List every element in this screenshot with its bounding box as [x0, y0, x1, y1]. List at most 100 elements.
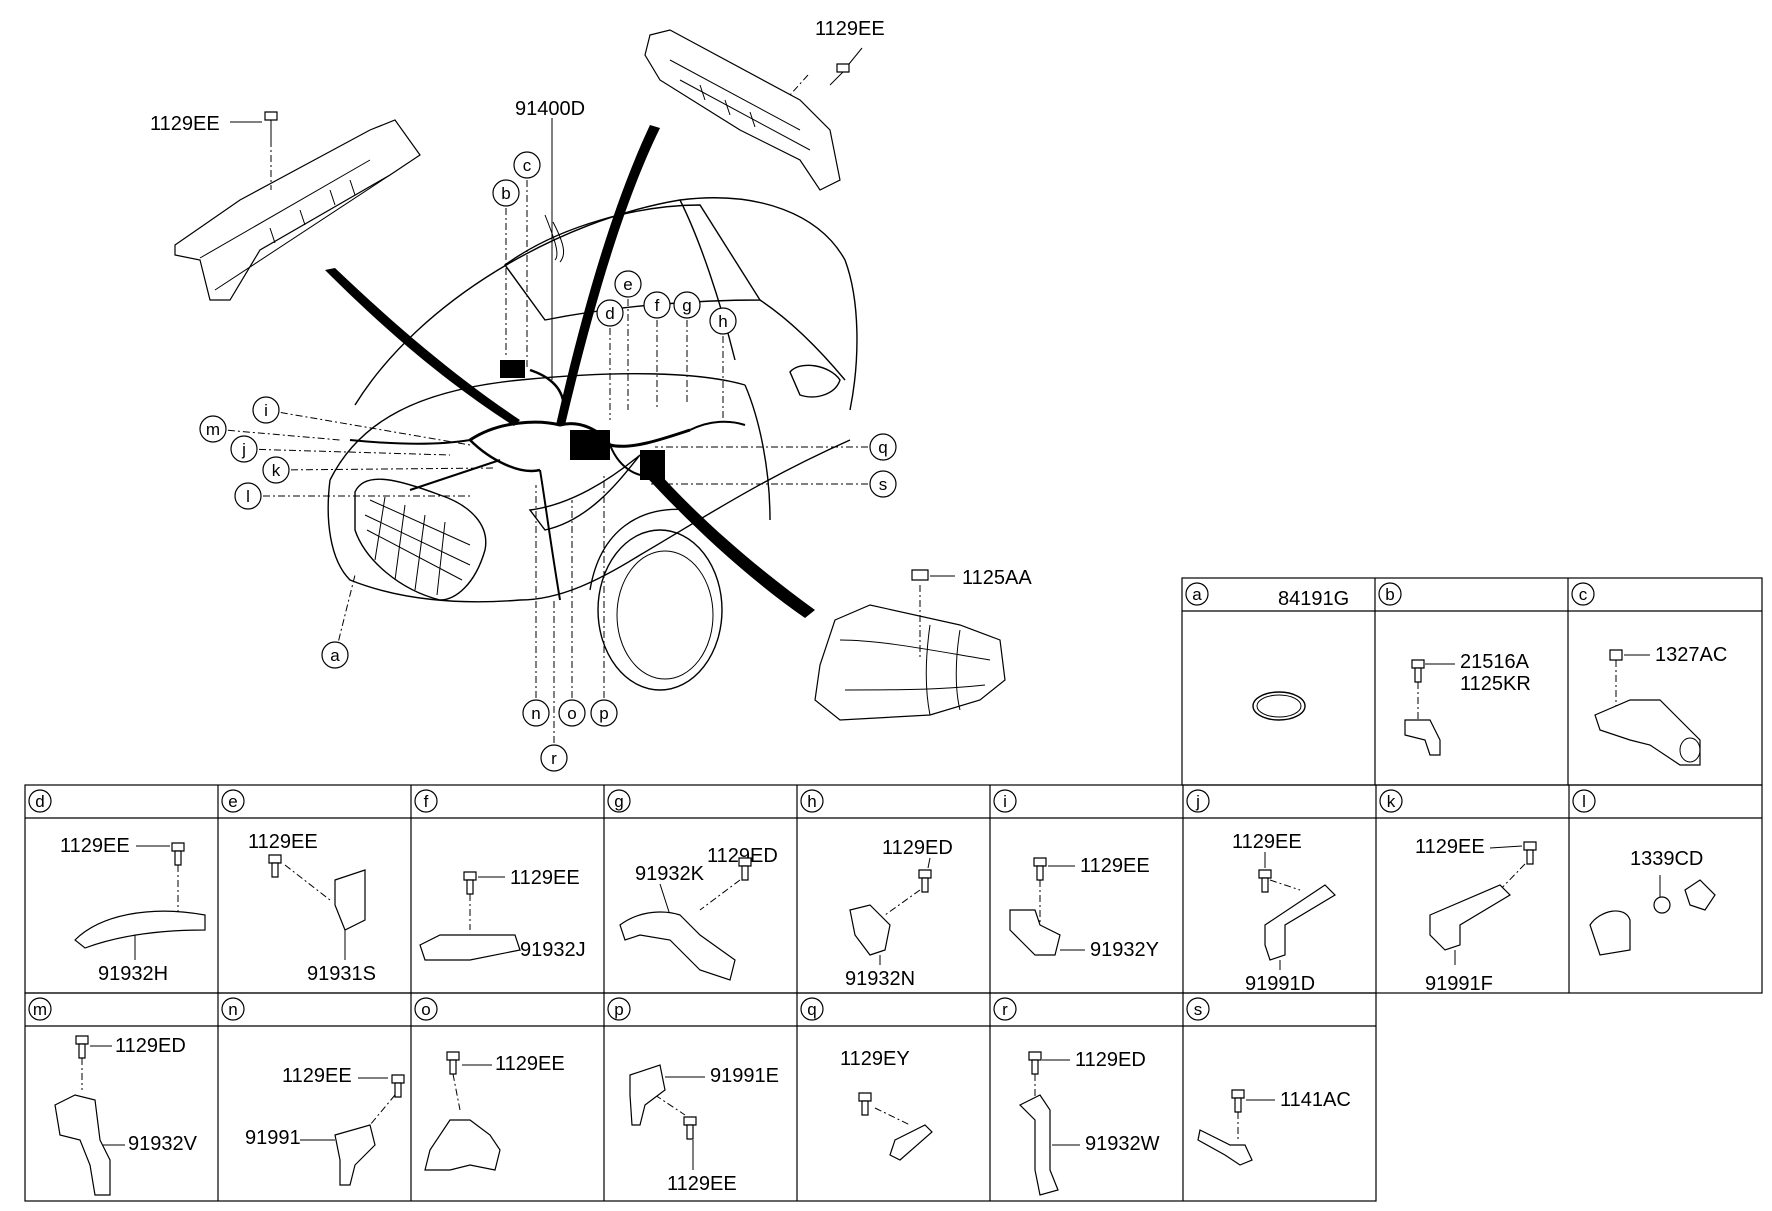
- panel-o-badge-letter: o: [421, 1000, 430, 1019]
- callout-d: d: [596, 299, 624, 327]
- panel-q-label-0: 1129EY: [840, 1048, 910, 1070]
- callout-j: j: [230, 435, 258, 463]
- air-duct: 1125AA: [814, 567, 1032, 721]
- panel-a: 84191G: [1252, 588, 1349, 721]
- panel-n-label-0: 1129EE: [282, 1065, 352, 1087]
- callout-f-letter: f: [655, 296, 660, 315]
- panel-c: 1327AC: [1594, 644, 1727, 766]
- panel-m-label-1: 91932V: [128, 1133, 198, 1155]
- callout-g: g: [673, 291, 701, 319]
- panel-e-label-1: 91931S: [307, 963, 376, 985]
- callout-m: m: [199, 415, 227, 443]
- panel-d-label-0: 1129EE: [60, 835, 130, 857]
- panel-s-badge-letter: s: [1194, 1000, 1203, 1019]
- panel-i-label-1: 91932Y: [1090, 939, 1159, 961]
- panel-l-label-0: 1339CD: [1630, 848, 1703, 870]
- panel-a-title: 84191G: [1278, 588, 1349, 610]
- callout-g-letter: g: [682, 296, 691, 315]
- panel-o-badge: o: [414, 997, 438, 1021]
- panel-k-badge: k: [1379, 789, 1403, 813]
- panel-l-parts: [1653, 879, 1716, 914]
- panel-m-badge-letter: m: [33, 1000, 47, 1019]
- panel-i-label-0: 1129EE: [1080, 855, 1150, 877]
- panel-l-badge: l: [1572, 789, 1596, 813]
- panel-n-badge: n: [221, 997, 245, 1021]
- callout-p-letter: p: [599, 704, 608, 723]
- panel-n: 1129EE 91991: [245, 1065, 405, 1186]
- callout-q-letter: q: [878, 438, 887, 457]
- callout-r: r: [540, 744, 568, 772]
- label-1129EE-left: 1129EE: [150, 113, 220, 135]
- panel-j-label-1: 91991D: [1245, 973, 1315, 995]
- callout-o-letter: o: [567, 704, 576, 723]
- panel-i-badge: i: [993, 789, 1017, 813]
- panel-b-badge-letter: b: [1385, 585, 1394, 604]
- callout-i-letter: i: [264, 401, 268, 420]
- panel-h-badge: h: [800, 789, 824, 813]
- car-illustration: [325, 125, 858, 691]
- panel-q-badge-letter: q: [807, 1000, 816, 1019]
- callout-e-letter: e: [623, 275, 632, 294]
- panel-e-badge: e: [221, 789, 245, 813]
- callout-p: p: [590, 699, 618, 727]
- panel-f-label-1: 91932J: [520, 939, 586, 961]
- callout-b-letter: b: [501, 184, 510, 203]
- panel-c-label-0: 1327AC: [1655, 644, 1727, 666]
- panel-c-badge: c: [1571, 582, 1595, 606]
- panel-d: 1129EE 91932H: [60, 835, 206, 985]
- callout-q: q: [869, 433, 897, 461]
- panel-h-badge-letter: h: [807, 792, 816, 811]
- panel-n-badge-letter: n: [228, 1000, 237, 1019]
- callout-j-letter: j: [241, 440, 246, 459]
- panel-o: 1129EE: [424, 1051, 565, 1171]
- callout-b: b: [492, 179, 520, 207]
- panel-k-label-1: 91991F: [1425, 973, 1493, 995]
- panel-s-label-0: 1141AC: [1280, 1089, 1351, 1111]
- panel-q: 1129EY: [840, 1048, 933, 1161]
- panel-h: 1129ED 91932N: [845, 837, 953, 990]
- panel-n-label-1: 91991: [245, 1127, 301, 1149]
- panel-p-label-0: 91991E: [710, 1065, 779, 1087]
- callout-n: n: [522, 699, 550, 727]
- callout-m-letter: m: [206, 420, 220, 439]
- detail-grid: [24, 577, 1763, 1202]
- callout-c-letter: c: [523, 156, 532, 175]
- panel-e-badge-letter: e: [228, 792, 237, 811]
- callout-o: o: [558, 699, 586, 727]
- panel-a-badge: a: [1185, 582, 1209, 606]
- callout-k-letter: k: [272, 461, 281, 480]
- panel-r-badge: r: [993, 997, 1017, 1021]
- panel-h-label-1: 91932N: [845, 968, 915, 990]
- callout-a-letter: a: [330, 646, 340, 665]
- panel-p-label-1: 1129EE: [667, 1173, 737, 1195]
- panel-s-badge: s: [1186, 997, 1210, 1021]
- callout-e: e: [614, 270, 642, 298]
- panel-g-badge: g: [607, 789, 631, 813]
- cowl-bracket-left: 1129EE: [150, 111, 421, 301]
- callout-d-letter: d: [605, 304, 614, 323]
- panel-j: 1129EE 91991D: [1232, 831, 1336, 995]
- label-91400D: 91400D: [515, 98, 585, 120]
- callout-s-letter: s: [879, 475, 888, 494]
- panel-d-label-1: 91932H: [98, 963, 168, 985]
- panel-h-label-0: 1129ED: [882, 837, 953, 859]
- callout-l-letter: l: [246, 487, 250, 506]
- label-1125AA: 1125AA: [962, 567, 1032, 589]
- panel-l-badge-letter: l: [1582, 792, 1586, 811]
- panel-p-badge-letter: p: [614, 1000, 623, 1019]
- panel-g-label-1: 1129ED: [707, 845, 778, 867]
- callout-a: a: [321, 641, 349, 669]
- callout-s: s: [869, 470, 897, 498]
- callout-h: h: [709, 307, 737, 335]
- panel-j-label-0: 1129EE: [1232, 831, 1302, 853]
- callout-h-letter: h: [718, 312, 727, 331]
- panel-l: 1339CD: [1589, 848, 1703, 956]
